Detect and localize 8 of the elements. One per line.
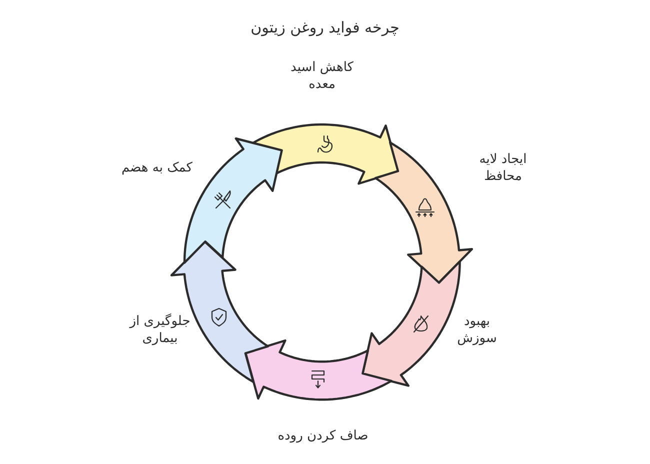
segment-label: بهبود سوزش [456,313,498,347]
segment-label: جلوگیری از بیماری [128,313,192,347]
title: چرخه فواید روغن زیتون [250,18,400,38]
segment-label: صاف کردن روده [278,428,368,444]
arrow-segment [244,339,393,402]
segment-label: کمک به هضم [122,160,192,176]
segment-label: کاهش اسید معده [290,59,354,93]
segment-label: ایجاد لایه محافظ [478,151,528,185]
